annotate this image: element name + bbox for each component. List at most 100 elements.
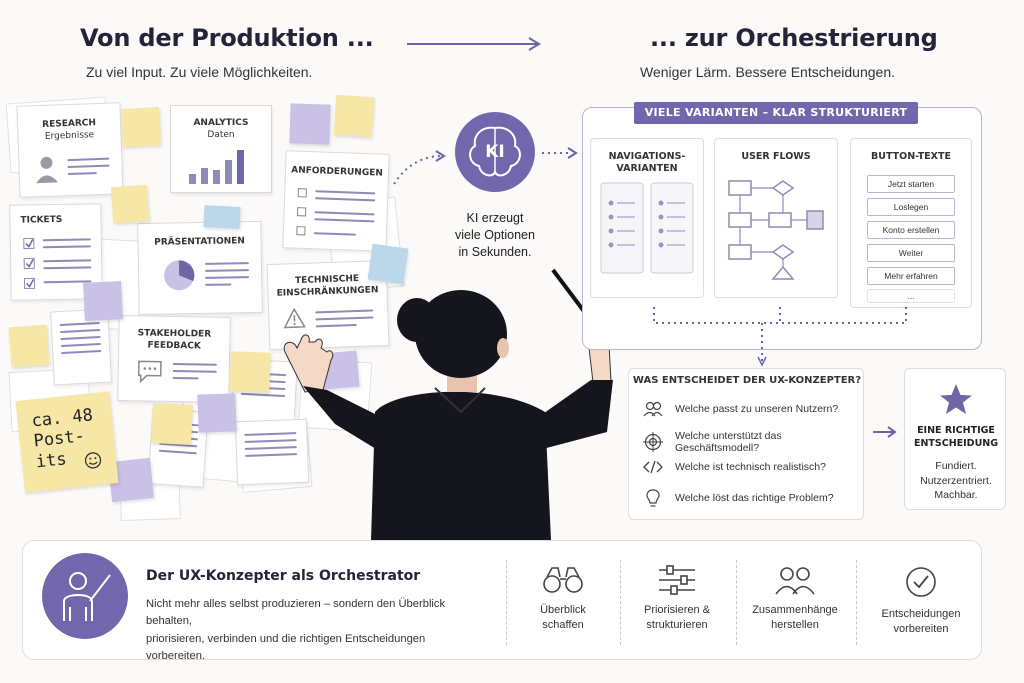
question-text: Welche löst das richtige Problem? [675,492,834,504]
sticky-note [229,351,271,393]
checklist-icon [23,237,36,290]
footer-item-decide: Entscheidungen vorbereiten [866,565,976,638]
postit-counter: ca. 48 Post-its [15,391,119,493]
variant-button-jetzt-starten: Jetzt starten [867,175,955,193]
footer-item-label: vorbereiten [893,623,949,636]
question-users: Welche passt zu unseren Nutzern? [643,401,838,417]
sticky-note [197,393,237,433]
question-problem: Welche löst das richtige Problem? [643,488,834,508]
tickets-card: TICKETS [9,203,103,301]
teacher-icon [63,572,111,621]
divider [506,560,507,645]
button-texts-card: BUTTON-TEXTE Jetzt starten Loslegen Kont… [850,138,972,308]
divider [856,560,857,645]
result-title-line: ENTSCHEIDUNG [913,437,999,449]
footer-item-overview: Überblick schaffen [508,565,618,634]
question-text: Welche unterstützt das Geschäftsmodell? [675,430,782,454]
ki-label: KI [485,142,505,162]
result-title: EINE RICHTIGE ENTSCHEIDUNG [905,425,1007,451]
navigation-variants-title-1: NAVIGATIONS- [608,151,686,162]
user-flows-title: USER FLOWS [741,151,811,162]
divider [620,560,621,645]
right-subtitle: Weniger Lärm. Bessere Entscheidungen. [640,64,895,80]
sticky-note [121,107,161,147]
dotted-arrow-icon [393,150,446,185]
conductor-figure [283,268,613,540]
variant-button-weiter: Weiter [867,244,955,262]
divider [736,560,737,645]
question-business: Welche unterstützt das Geschäftsmodell? [643,430,863,454]
sticky-note [110,184,150,224]
analytics-card-subtitle: Daten [207,129,235,140]
question-text: Welche ist technisch realistisch? [675,461,826,473]
footer-item-label: schaffen [542,619,584,632]
sticky-note [8,324,50,368]
sticky-note [203,205,241,229]
ki-caption: KI erzeugt viele Optionen in Sekunden. [440,210,550,261]
footer-panel [22,540,982,660]
brain-icon [469,126,521,177]
bar-chart-icon [189,150,244,184]
ki-badge: KI [455,112,535,192]
smiley-icon [84,452,102,469]
result-quality: Machbar. [934,489,978,502]
sticky-note [83,281,123,321]
result-title-line: EINE RICHTIGE [917,425,995,436]
footer-item-label: Priorisieren & [643,604,711,616]
left-title: Von der Produktion ... [80,24,374,52]
stakeholder-card-title-2: FEEDBACK [147,340,201,352]
praesentationen-card: PRÄSENTATIONEN [137,220,263,316]
navigation-variants-title-2: VARIANTEN [616,163,678,175]
orchestrator-avatar [42,553,128,639]
analytics-card: ANALYTICS Daten [170,105,272,193]
postit-label: Post-its [32,426,86,473]
footer-item-label: Entscheidungen [881,608,961,620]
sticky-note [333,94,375,138]
anforderungen-card: ANFORDERUNGEN [282,150,390,252]
research-card: RESEARCH Ergebnisse [16,102,124,198]
variants-header: VIELE VARIANTEN – KLAR STRUKTURIERT [634,102,918,124]
result-quality: Fundiert. [935,460,977,472]
button-texts-title: BUTTON-TEXTE [871,151,951,162]
check-circle-icon [906,567,936,597]
question-technical: Welche ist technisch realistisch? [643,459,826,475]
variant-button-more: ... [867,289,955,303]
dotted-arrow-icon [542,147,578,159]
sliders-icon [659,565,695,595]
sticky-note [150,402,194,446]
footer-title: Der UX-Konzepter als Orchestrator [146,568,421,584]
warning-icon [283,307,306,329]
people-icon [775,567,815,595]
footer-item-label: strukturieren [646,619,708,632]
research-card-subtitle: Ergebnisse [44,129,95,142]
ki-caption-line: KI erzeugt [466,211,524,225]
navigation-variants-card: NAVIGATIONS- VARIANTEN [590,138,704,298]
variant-button-loslegen: Loslegen [867,198,955,216]
stakeholder-card: STAKEHOLDER FEEDBACK [117,315,231,403]
star-icon [940,384,972,414]
question-text: Welche passt zu unseren Nutzern? [675,403,839,415]
speech-bubble-icon [137,360,162,384]
code-icon [643,460,663,474]
technische-card: TECHNISCHE EINSCHRÄNKUNGEN [266,259,390,351]
phone-mockups-icon [600,182,694,274]
variant-button-konto-erstellen: Konto erstellen [867,221,955,239]
ki-caption-line: in Sekunden. [458,244,532,259]
right-title: ... zur Orchestrierung [650,24,938,52]
left-subtitle: Zu viel Input. Zu viele Möglichkeiten. [86,64,313,80]
footer-item-label: Zusammenhänge [752,604,838,616]
sticky-note [289,103,331,145]
lightbulb-icon [646,489,660,507]
decision-title: WAS ENTSCHEIDET DER UX-KONZEPTER? [632,375,862,386]
arrow-right-icon [407,37,541,51]
footer-text-line: priorisieren, verbinden und die richtige… [146,632,426,663]
small-doc [50,308,112,386]
user-icon [36,156,59,184]
anforderungen-card-title: ANFORDERUNGEN [291,165,384,179]
variant-button-mehr-erfahren: Mehr erfahren [867,267,955,285]
users-icon [643,401,663,417]
checkbox-list-icon [296,188,307,236]
analytics-card-title: ANALYTICS [193,118,249,128]
footer-item-label: Überblick [540,604,586,616]
dotted-connector-icon [653,307,907,367]
